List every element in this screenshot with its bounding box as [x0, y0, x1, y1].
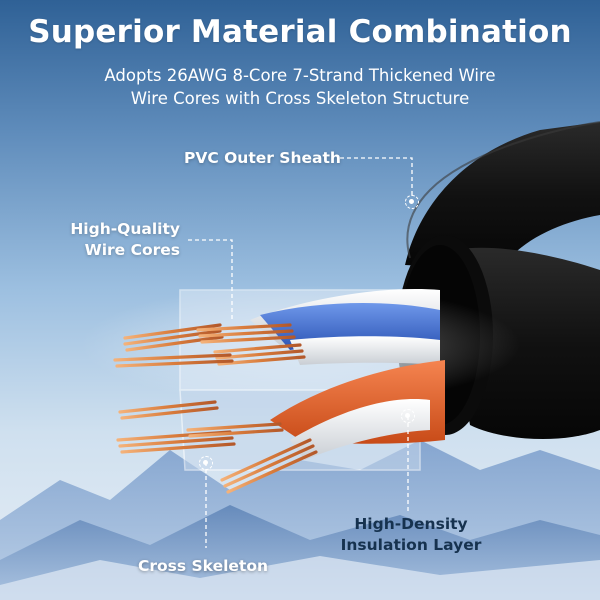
label-pvc-outer-sheath: PVC Outer Sheath: [184, 149, 341, 167]
subtitle-line-2: Wire Cores with Cross Skeleton Structure: [130, 89, 470, 108]
marker-sheath-icon: [405, 195, 419, 209]
marker-insulation-icon: [401, 409, 415, 423]
marker-cross-skeleton-icon: [199, 456, 213, 470]
wire-cores-line-2: Wire Cores: [84, 241, 180, 259]
page-title: Superior Material Combination: [28, 14, 572, 50]
mountain-background: [0, 440, 600, 600]
label-insulation-layer: High-Density Insulation Layer: [330, 514, 492, 556]
label-cross-skeleton: Cross Skeleton: [138, 557, 269, 575]
page-subtitle: Adopts 26AWG 8-Core 7-Strand Thickened W…: [0, 64, 600, 110]
wire-cores: [113, 289, 445, 494]
wire-cores-line-1: High-Quality: [70, 220, 180, 238]
insulation-line-1: High-Density: [354, 515, 468, 533]
leader-lines: [188, 157, 413, 548]
subtitle-line-1: Adopts 26AWG 8-Core 7-Strand Thickened W…: [104, 66, 496, 85]
insulation-line-2: Insulation Layer: [340, 536, 482, 554]
label-wire-cores: High-Quality Wire Cores: [60, 219, 180, 261]
